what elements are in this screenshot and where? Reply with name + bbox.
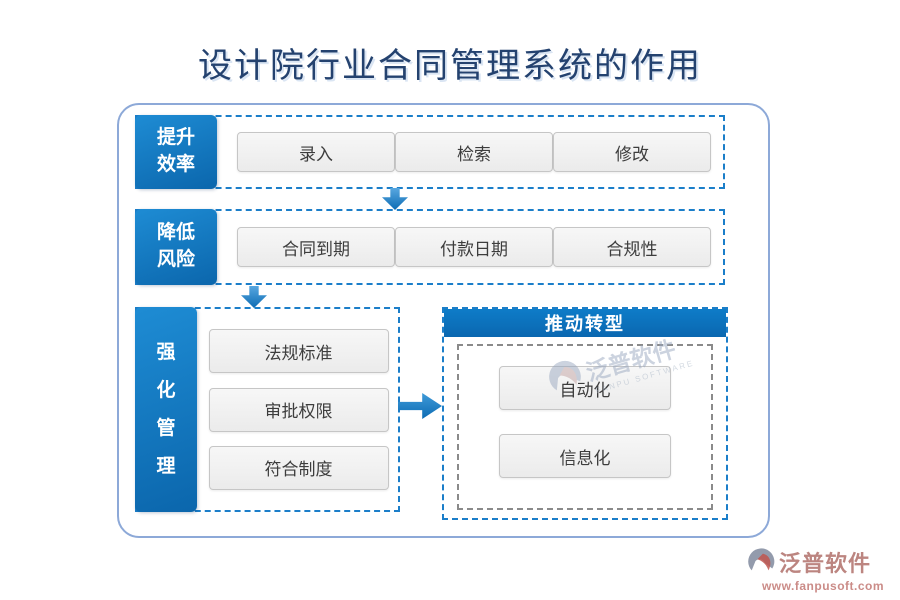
item-regulations: 法规标准 (208, 329, 389, 374)
row-risk-label: 降低风险 (135, 209, 217, 285)
item-compliance: 合规性 (553, 227, 711, 267)
item-entry: 录入 (237, 132, 395, 172)
column-management-label: 强化管理 (135, 307, 197, 512)
row-efficiency-items: 录入 检索 修改 (225, 117, 723, 187)
column-management-label-text: 强化管理 (156, 341, 176, 477)
item-informatization: 信息化 (499, 434, 671, 478)
item-conform-system: 符合制度 (208, 445, 389, 490)
item-search: 检索 (395, 132, 553, 172)
item-payment-date: 付款日期 (395, 227, 553, 267)
item-automation: 自动化 (499, 366, 671, 410)
row-risk-items: 合同到期 付款日期 合规性 (225, 211, 723, 283)
panel-transformation-inner: 自动化 信息化 (457, 344, 713, 510)
footer-logo: 泛普软件 www.fanpusoft.com (748, 546, 898, 593)
page-title: 设计院行业合同管理系统的作用 (198, 46, 702, 86)
row-risk: 降低风险 合同到期 付款日期 合规性 (135, 209, 725, 285)
item-contract-expiry: 合同到期 (237, 227, 395, 267)
panel-transformation-header: 推动转型 (444, 309, 726, 337)
fanpu-logo-icon (748, 548, 775, 571)
column-management: 强化管理 法规标准 审批权限 符合制度 (135, 307, 400, 512)
footer-url: www.fanpusoft.com (761, 579, 885, 593)
item-modify: 修改 (553, 132, 711, 172)
row-efficiency-label-text: 提升效率 (156, 127, 195, 175)
footer-logo-row: 泛普软件 (748, 546, 898, 578)
column-management-items: 法规标准 审批权限 符合制度 (199, 309, 398, 510)
row-risk-label-text: 降低风险 (156, 222, 195, 270)
row-efficiency: 提升效率 录入 检索 修改 (135, 115, 725, 189)
panel-transformation: 推动转型 自动化 信息化 (442, 307, 728, 520)
item-approval-authority: 审批权限 (208, 387, 389, 432)
footer-brand: 泛普软件 (779, 551, 872, 577)
row-efficiency-label: 提升效率 (135, 115, 217, 189)
